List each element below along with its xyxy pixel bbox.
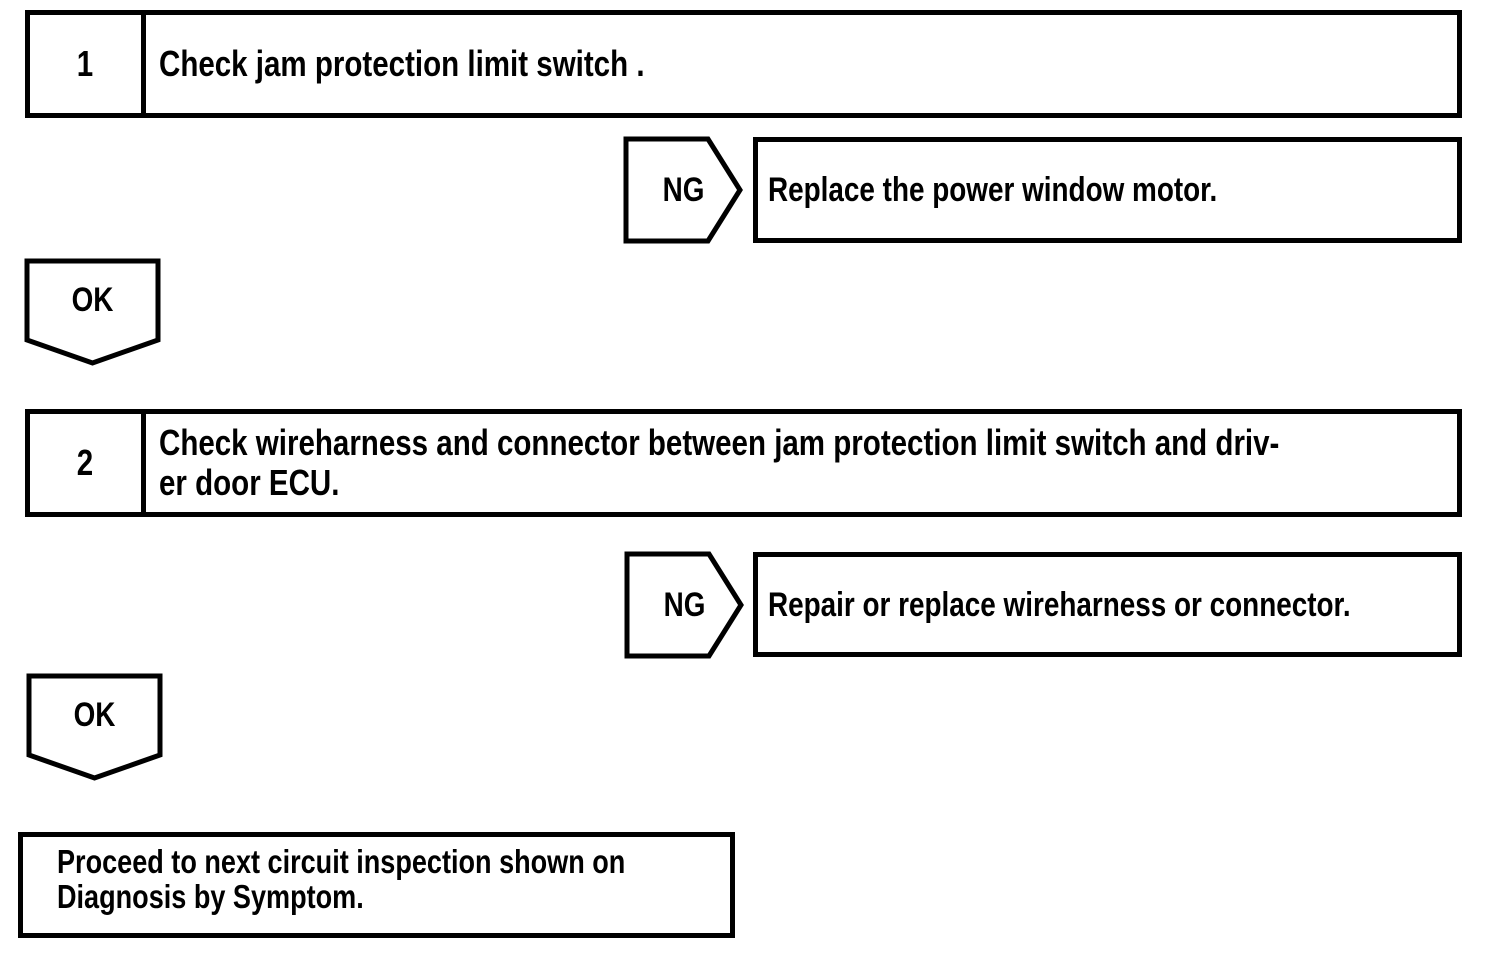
ok-connector-1: OK — [24, 258, 161, 366]
ok-arrow-shape — [26, 673, 163, 781]
ok-label: OK — [71, 280, 114, 319]
ng-label-2-zone: NG — [624, 551, 744, 659]
ok-label: OK — [73, 695, 116, 734]
ok-connector-2: OK — [26, 673, 163, 781]
ok-label-2-zone: OK — [26, 673, 163, 757]
step-2-box: 2 Check wireharness and connector betwee… — [25, 409, 1462, 517]
ng-action-2-text: Repair or replace wireharness or connect… — [768, 585, 1351, 624]
ng-label: NG — [662, 170, 704, 209]
step-1-box: 1 Check jam protection limit switch . — [25, 10, 1462, 118]
step-1-number-cell: 1 — [30, 15, 146, 113]
result-text: Proceed to next circuit inspection shown… — [57, 843, 626, 915]
ng-action-1-text: Replace the power window motor. — [768, 171, 1218, 209]
step-1-instruction: Check jam protection limit switch . — [159, 43, 645, 84]
ng-connector-1: NG — [623, 136, 743, 244]
ng-arrow-shape — [623, 136, 743, 244]
ok-arrow-shape — [24, 258, 161, 366]
ng-action-box-2: Repair or replace wireharness or connect… — [753, 552, 1462, 657]
ng-action-box-1: Replace the power window motor. — [753, 137, 1462, 243]
step-2-number-cell: 2 — [30, 414, 146, 512]
step-2-instruction: Check wireharness and connector between … — [159, 422, 1280, 503]
ok-label-1-zone: OK — [24, 258, 161, 342]
ng-arrow-shape — [624, 551, 744, 659]
result-box: Proceed to next circuit inspection shown… — [18, 832, 735, 938]
ng-label: NG — [663, 585, 705, 624]
step-1-number: 1 — [77, 43, 94, 84]
ng-label-1-zone: NG — [623, 136, 743, 244]
step-2-text-cell: Check wireharness and connector between … — [146, 414, 1504, 512]
ng-connector-2: NG — [624, 551, 744, 659]
step-2-number: 2 — [77, 442, 94, 483]
step-1-text-cell: Check jam protection limit switch . — [146, 15, 1457, 113]
